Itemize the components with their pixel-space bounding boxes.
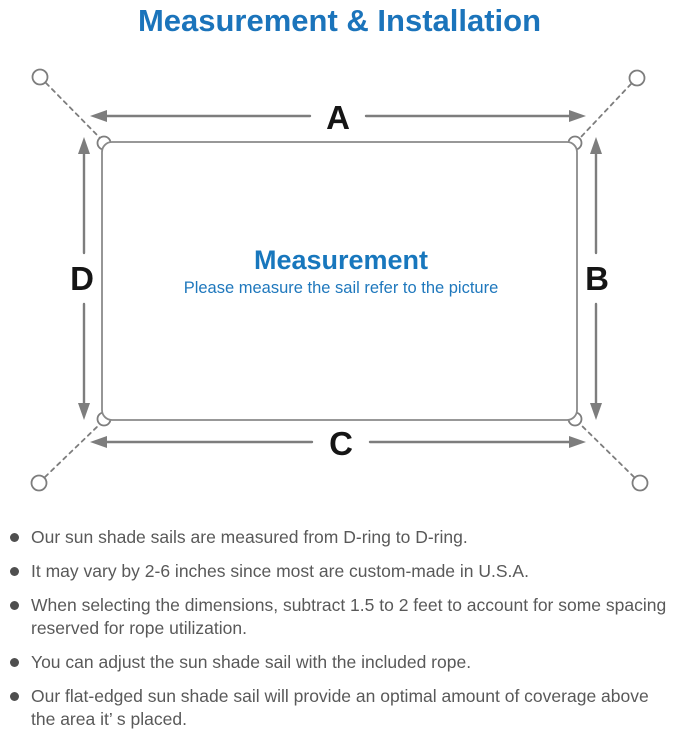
- list-item: Our flat-edged sun shade sail will provi…: [8, 685, 673, 731]
- side-label-b: B: [585, 260, 609, 297]
- bullet-icon: [10, 601, 19, 610]
- note-text: Our flat-edged sun shade sail will provi…: [31, 686, 649, 729]
- arrowhead-left-icon: [90, 436, 107, 448]
- arrowhead-down-icon: [78, 403, 90, 420]
- bullet-icon: [10, 567, 19, 576]
- list-item: Our sun shade sails are measured from D-…: [8, 526, 673, 549]
- anchor-ring-bottom-right: [631, 474, 649, 492]
- note-text: Our sun shade sails are measured from D-…: [31, 527, 468, 547]
- side-label-a: A: [326, 99, 350, 136]
- note-text: You can adjust the sun shade sail with t…: [31, 652, 472, 672]
- sail-outline: [101, 141, 578, 421]
- anchor-ring-top-left: [31, 68, 49, 86]
- rope-bottom-right: [579, 423, 635, 478]
- dimension-line-c: [90, 436, 586, 448]
- page-title: Measurement & Installation: [137, 3, 542, 38]
- anchor-ring-top-right: [628, 69, 646, 87]
- dimension-line-a: [90, 110, 586, 122]
- side-label-c: C: [329, 425, 353, 462]
- bullet-icon: [10, 692, 19, 701]
- dimension-line-d: [78, 137, 90, 420]
- arrowhead-up-icon: [590, 137, 602, 154]
- diagram-center-subtitle: Please measure the sail refer to the pic…: [184, 279, 499, 297]
- rope-bottom-left: [44, 423, 101, 478]
- list-item: When selecting the dimensions, subtract …: [8, 594, 673, 640]
- diagram-center-title: Measurement: [254, 245, 428, 275]
- list-item: It may vary by 2-6 inches since most are…: [8, 560, 673, 583]
- rope-top-left: [45, 82, 101, 139]
- measurement-diagram: A B C D Measurement Please measure the s…: [30, 68, 649, 492]
- side-label-d: D: [70, 260, 94, 297]
- tie-ropes: [44, 82, 635, 478]
- anchor-rings: [30, 68, 649, 492]
- rope-top-right: [579, 83, 632, 139]
- arrowhead-up-icon: [78, 137, 90, 154]
- bullet-icon: [10, 533, 19, 542]
- anchor-ring-bottom-left: [30, 474, 48, 492]
- note-text: When selecting the dimensions, subtract …: [31, 595, 667, 638]
- arrowhead-left-icon: [90, 110, 107, 122]
- dimension-line-b: [590, 137, 602, 420]
- note-text: It may vary by 2-6 inches since most are…: [31, 561, 529, 581]
- bullet-icon: [10, 658, 19, 667]
- list-item: You can adjust the sun shade sail with t…: [8, 651, 673, 674]
- arrowhead-right-icon: [569, 110, 586, 122]
- notes-list: Our sun shade sails are measured from D-…: [8, 526, 673, 742]
- arrowhead-right-icon: [569, 436, 586, 448]
- arrowhead-down-icon: [590, 403, 602, 420]
